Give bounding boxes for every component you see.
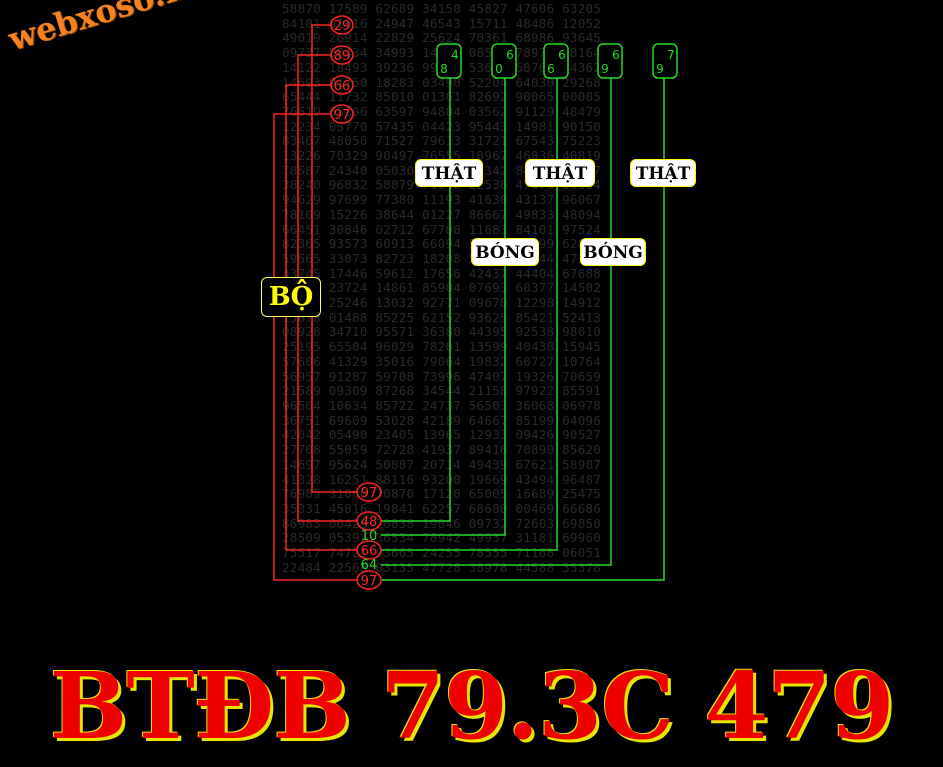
label-that-2: THẬT — [525, 159, 595, 187]
circle-top-2-text: 89 — [334, 49, 351, 64]
label-that-3: THẬT — [630, 159, 696, 187]
label-bong-1: BÓNG — [471, 238, 539, 266]
green-line-97 — [381, 77, 665, 581]
label-bong-2: BÓNG — [580, 238, 646, 266]
digit-box-5-bottom: 9 — [656, 62, 664, 76]
circle-bottom-1-text: 97 — [361, 486, 378, 501]
top-circles: 29 89 66 97 — [330, 15, 354, 124]
circle-top-3 — [330, 75, 354, 95]
circle-top-4 — [330, 104, 354, 124]
red-line-66-66 — [285, 84, 357, 551]
circle-bottom-4-text: 97 — [361, 574, 378, 589]
circle-top-2 — [330, 45, 354, 65]
label-that-1: THẬT — [415, 159, 483, 187]
green-line-48 — [381, 77, 451, 522]
circle-top-1 — [330, 15, 354, 35]
plain-number-10: 10 — [361, 529, 378, 544]
digit-box-4-top: 6 — [612, 48, 620, 62]
digit-box-5-top: 7 — [667, 48, 675, 62]
digit-box-3 — [543, 43, 569, 79]
circle-top-3-text: 66 — [334, 79, 351, 94]
footer-title: BTĐB 79.3C 479 — [49, 652, 895, 760]
red-line-97-97 — [273, 113, 357, 581]
circle-bottom-3-text: 66 — [361, 544, 378, 559]
green-line-10 — [381, 77, 506, 536]
circle-bottom-4 — [356, 570, 382, 590]
digit-box-1 — [436, 43, 462, 79]
circle-bottom-3 — [356, 540, 382, 560]
circle-top-4-text: 97 — [334, 108, 351, 123]
digit-box-2-top: 6 — [506, 48, 514, 62]
digit-box-2 — [491, 43, 517, 79]
circle-bottom-1 — [356, 482, 382, 502]
digit-box-2-bottom: 0 — [495, 62, 503, 76]
circle-bottom-2 — [356, 511, 382, 531]
digit-box-3-bottom: 6 — [547, 62, 555, 76]
green-connectors — [381, 77, 665, 581]
green-line-64 — [381, 77, 612, 566]
red-line-29-97 — [311, 24, 357, 493]
bo-label: BỘ — [261, 277, 321, 317]
digit-box-1-bottom: 8 — [440, 62, 448, 76]
bottom-circles: 97 48 66 97 10 64 — [356, 482, 382, 590]
digit-box-1-top: 4 — [451, 48, 459, 62]
circle-top-1-text: 29 — [334, 19, 351, 34]
digit-box-3-top: 6 — [558, 48, 566, 62]
circle-bottom-2-text: 48 — [361, 515, 378, 530]
digit-box-4 — [597, 43, 623, 79]
digit-box-4-bottom: 9 — [601, 62, 609, 76]
green-line-66 — [381, 77, 558, 551]
top-digit-boxes: 4 8 6 0 6 6 6 9 7 9 — [436, 43, 678, 79]
plain-number-64: 64 — [361, 558, 378, 573]
digit-box-5 — [652, 43, 678, 79]
